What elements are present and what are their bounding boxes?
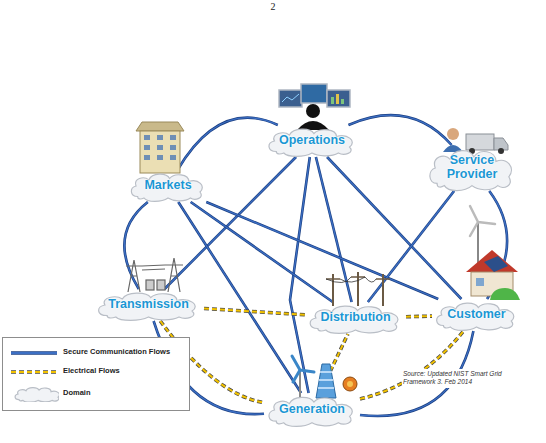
domain-label: Customer bbox=[447, 308, 505, 322]
flow-line bbox=[204, 309, 305, 315]
generation-icon bbox=[292, 356, 357, 398]
flow-line bbox=[191, 202, 333, 302]
flow-casing bbox=[206, 202, 438, 299]
communication-flow bbox=[178, 118, 278, 170]
cloud-outline bbox=[437, 303, 514, 330]
cloud-outline bbox=[430, 151, 512, 191]
domain-label: Distribution bbox=[320, 311, 390, 325]
communication-flow bbox=[368, 191, 454, 302]
domain-cloud: Markets bbox=[128, 171, 208, 201]
legend-text: Electrical Flows bbox=[63, 366, 120, 375]
legend-row: Secure Communication Flows bbox=[3, 345, 189, 361]
cloud-outline bbox=[99, 293, 196, 320]
legend-box: Secure Communication FlowsElectrical Flo… bbox=[2, 337, 190, 411]
domain-cloud: Generation bbox=[265, 394, 359, 426]
communication-flow bbox=[206, 202, 438, 299]
cloud-outline bbox=[310, 306, 398, 333]
communication-flow bbox=[349, 115, 452, 145]
flow-casing bbox=[406, 314, 432, 318]
domain-cloud: Service Provider bbox=[426, 146, 518, 190]
legend-text: Domain bbox=[63, 388, 91, 397]
flow-casing bbox=[349, 115, 452, 145]
distribution-icon bbox=[326, 272, 390, 306]
legend-text: Secure Communication Flows bbox=[63, 347, 170, 356]
electrical-flow bbox=[204, 309, 305, 315]
legend-row: Domain bbox=[3, 386, 189, 402]
flow-casing bbox=[360, 331, 464, 399]
markets-icon bbox=[136, 122, 184, 173]
domain-label: Operations bbox=[279, 134, 345, 148]
domain-label: Transmission bbox=[108, 298, 189, 312]
domain-label: Generation bbox=[279, 403, 345, 417]
domain-label: Markets bbox=[144, 179, 191, 193]
cloud-outline bbox=[269, 397, 352, 426]
flow-casing bbox=[368, 191, 454, 302]
electrical-flow bbox=[360, 331, 464, 399]
domain-cloud: Transmission bbox=[94, 290, 203, 320]
source-note: Source: Updated NIST Smart Grid Framewor… bbox=[402, 369, 524, 388]
electrical-flow bbox=[406, 316, 432, 318]
legend-row: Electrical Flows bbox=[3, 364, 189, 380]
domain-cloud: Distribution bbox=[306, 303, 405, 333]
domain-label: Service Provider bbox=[440, 154, 504, 182]
page-number: 2 bbox=[266, 1, 280, 12]
customer-icon bbox=[466, 206, 520, 300]
operations-icon bbox=[279, 84, 350, 130]
flow-casing bbox=[191, 202, 333, 302]
legend-sample bbox=[9, 386, 59, 402]
flow-casing bbox=[178, 118, 278, 170]
flow-line bbox=[206, 202, 438, 299]
flow-line bbox=[178, 118, 278, 170]
legend-sample bbox=[9, 364, 59, 380]
cloud-outline bbox=[131, 174, 202, 201]
flow-line bbox=[368, 191, 454, 302]
legend-sample bbox=[9, 345, 59, 361]
domain-cloud: Operations bbox=[265, 126, 359, 156]
communication-flow bbox=[191, 202, 333, 302]
transmission-icon bbox=[126, 258, 183, 292]
flow-line bbox=[406, 315, 432, 318]
domain-cloud: Customer bbox=[433, 300, 520, 330]
service-provider-icon bbox=[443, 128, 508, 154]
flow-casing bbox=[204, 309, 305, 315]
flow-line bbox=[349, 115, 452, 145]
cloud-outline bbox=[269, 129, 352, 156]
flow-line bbox=[360, 331, 464, 399]
